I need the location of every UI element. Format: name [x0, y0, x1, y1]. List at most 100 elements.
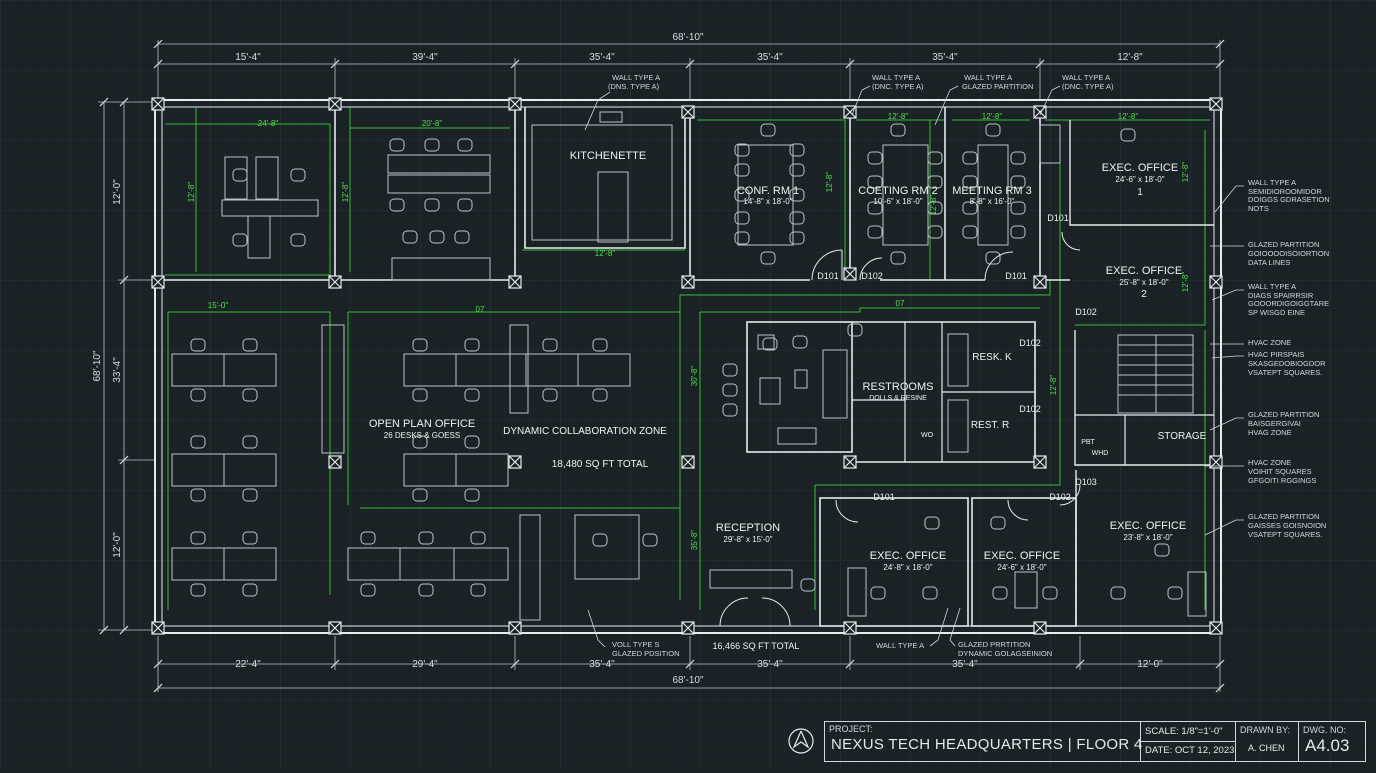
note-right-3b: DIAGS SPAIRRSIR: [1248, 291, 1314, 300]
note-top-2b: (DNC. TYPE A): [872, 82, 924, 91]
label-restrooms-sub: DOLLS & RESINE: [869, 395, 927, 402]
structural-column-cross: [508, 97, 522, 111]
project-label: PROJECT:: [829, 724, 873, 734]
chair-icon: [464, 388, 480, 402]
inner-dim-3: 12'-8": [595, 249, 616, 258]
chair-icon: [242, 435, 258, 449]
chair-icon: [1042, 586, 1058, 600]
note-right-3c: GOOORDIGOIGGTARE: [1248, 299, 1329, 308]
chair-icon: [418, 531, 434, 545]
chair-icon: [734, 163, 750, 177]
note-bottom-1a: VOLL TYPE S: [612, 640, 660, 649]
note-top-3a: WALL TYPE A: [964, 73, 1012, 82]
chair-icon: [190, 435, 206, 449]
label-exec-office-4: EXEC. OFFICE: [984, 550, 1060, 562]
chair-icon: [962, 225, 978, 239]
chair-icon: [870, 586, 886, 600]
label-exec-office-2: EXEC. OFFICE: [1106, 265, 1182, 277]
door-tag-d101-b: D101: [1005, 271, 1027, 281]
title-block-scale-date: SCALE: 1/8"=1'-0" DATE: OCT 12, 2023: [1141, 722, 1236, 761]
chair-icon: [190, 583, 206, 597]
leader-lines: [584, 85, 1244, 648]
door-tag-d101-d: D101: [873, 492, 895, 502]
chair-icon: [389, 138, 405, 152]
dim-bottom-6: 12'-0": [1137, 659, 1163, 670]
title-block-dwg-no: DWG. NO: A4.03: [1299, 722, 1365, 761]
chair-icon: [1010, 175, 1026, 189]
dim-bottom-2: 29'-4": [412, 659, 438, 670]
note-right-8b: GAISSES GOISNOION: [1248, 521, 1326, 530]
chair-icon: [1110, 586, 1126, 600]
chair-icon: [890, 251, 906, 265]
chair-icon: [867, 151, 883, 165]
structural-column-cross: [508, 455, 522, 469]
door-tag-d102-d: D102: [1019, 404, 1041, 414]
label-kitchenette: KITCHENETTE: [570, 150, 646, 162]
structural-column-cross: [681, 275, 695, 289]
note-right-6b: BAISGERGIVAI: [1248, 419, 1301, 428]
dim-left-overall: 68'-10": [92, 350, 103, 381]
chair-icon: [242, 388, 258, 402]
note-top-4a: WALL TYPE A: [1062, 73, 1110, 82]
structural-column-cross: [328, 275, 342, 289]
chair-icon: [290, 233, 306, 247]
structural-column-cross: [843, 267, 857, 281]
inner-vdim-6: 12'-8": [1181, 272, 1190, 293]
chair-icon: [464, 435, 480, 449]
label-coeting-rm-2-size: 10'-6" x 18'-0": [873, 197, 922, 206]
chair-icon: [927, 151, 943, 165]
dim-bottom-5: 35'-4": [952, 659, 978, 670]
chair-icon: [592, 533, 608, 547]
dwg-no-label: DWG. NO:: [1303, 725, 1346, 735]
chair-icon: [592, 338, 608, 352]
chair-icon: [412, 488, 428, 502]
label-total-area-1: 18,480 SQ FT TOTAL: [552, 459, 649, 470]
chair-icon: [722, 383, 738, 397]
chair-icon: [985, 251, 1001, 265]
chair-icon: [962, 151, 978, 165]
label-whd: WHD: [1092, 450, 1109, 457]
dim-top-5: 35'-4": [932, 52, 958, 63]
chair-icon: [592, 388, 608, 402]
dim-left-1: 12'-0": [112, 179, 123, 205]
dim-left-3: 12'-0": [112, 532, 123, 558]
structural-column-cross: [843, 621, 857, 635]
chair-icon: [457, 198, 473, 212]
note-right-4a: HVAC ZONE: [1248, 338, 1291, 347]
label-reception: RECEPTION: [716, 522, 780, 534]
label-exec-office-1-size: 24'-6" x 18'-0": [1115, 175, 1164, 184]
chair-icon: [1167, 586, 1183, 600]
chair-icon: [542, 338, 558, 352]
structural-columns: [151, 97, 1223, 635]
dimension-ticks: [99, 39, 1225, 693]
label-coeting-rm-2: COETING RM 2: [858, 185, 937, 197]
furniture: [171, 111, 1207, 621]
note-right-3d: SP WISGD EINE: [1248, 308, 1305, 317]
structural-column-cross: [1033, 455, 1047, 469]
inner-vdim-4: 12'-8": [929, 195, 938, 216]
label-exec-office-2-size: 25'-8" x 18'-0": [1119, 278, 1168, 287]
chair-icon: [242, 531, 258, 545]
note-top-1a: WALL TYPE A: [612, 73, 660, 82]
room-labels: KITCHENETTE CONF. RM 1 14'-8" x 18'-0" C…: [369, 150, 1207, 651]
chair-icon: [290, 168, 306, 182]
chair-icon: [734, 211, 750, 225]
inner-vdim-8: 35'-8": [690, 530, 699, 551]
note-right-7a: HVAC ZONE: [1248, 458, 1291, 467]
chair-icon: [789, 231, 805, 245]
note-right-1d: NOTS: [1248, 204, 1269, 213]
chair-icon: [734, 143, 750, 157]
label-pbt: PBT: [1081, 439, 1095, 446]
drawing-date: DATE: OCT 12, 2023: [1145, 745, 1235, 756]
inner-dim-2: 20'-8": [422, 119, 443, 128]
chair-icon: [1010, 225, 1026, 239]
note-right-8c: VSATEPT SQUARES.: [1248, 530, 1322, 539]
door-tag-d101-a: D101: [817, 271, 839, 281]
drawn-by-label: DRAWN BY:: [1240, 725, 1291, 735]
chair-icon: [734, 188, 750, 202]
door-tag-d103: D103: [1075, 477, 1097, 487]
doors: [719, 231, 1081, 627]
label-exec-office-3: EXEC. OFFICE: [870, 550, 946, 562]
note-right-3a: WALL TYPE A: [1248, 282, 1296, 291]
structural-column-cross: [843, 455, 857, 469]
